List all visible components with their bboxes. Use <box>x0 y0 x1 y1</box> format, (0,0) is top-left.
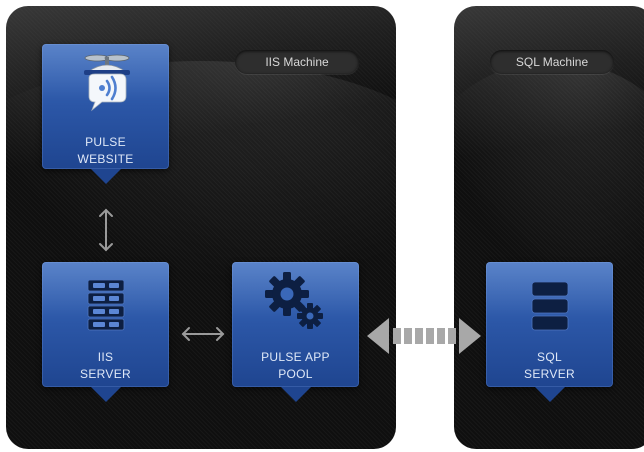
label-line-2: WEBSITE <box>77 152 134 166</box>
pulse-logo-icon <box>83 54 130 112</box>
node-pointer <box>90 169 121 184</box>
node-pointer <box>280 387 311 402</box>
sql-machine-label: SQL Machine <box>490 50 614 74</box>
gears-icon <box>264 272 323 329</box>
label-line-1: IIS <box>97 350 114 364</box>
node-pointer <box>534 387 565 402</box>
node-pointer <box>90 387 121 402</box>
pulse-website-label: PULSE WEBSITE <box>42 134 169 168</box>
sql-server-node: SQL SERVER <box>486 262 613 402</box>
server-rack-icon <box>87 279 124 331</box>
iis-server-node: IIS SERVER <box>42 262 169 402</box>
iis-server-label: IIS SERVER <box>42 349 169 383</box>
label-line-1: PULSE <box>85 135 126 149</box>
database-stack-icon <box>531 281 568 331</box>
website-iis-connector <box>99 208 113 252</box>
pulse-app-pool-label: PULSE APP POOL <box>232 349 359 383</box>
iis-machine-label: IIS Machine <box>235 50 359 74</box>
sql-server-label: SQL SERVER <box>486 349 613 383</box>
label-line-2: SERVER <box>524 367 575 381</box>
label-line-1: PULSE APP <box>261 350 330 364</box>
pulse-app-pool-node: PULSE APP POOL <box>232 262 359 402</box>
label-line-1: SQL <box>537 350 562 364</box>
label-line-2: SERVER <box>80 367 131 381</box>
apppool-sql-connector <box>367 318 481 354</box>
label-line-2: POOL <box>278 367 313 381</box>
iis-apppool-connector <box>181 327 225 341</box>
pulse-website-node: PULSE WEBSITE <box>42 44 169 184</box>
